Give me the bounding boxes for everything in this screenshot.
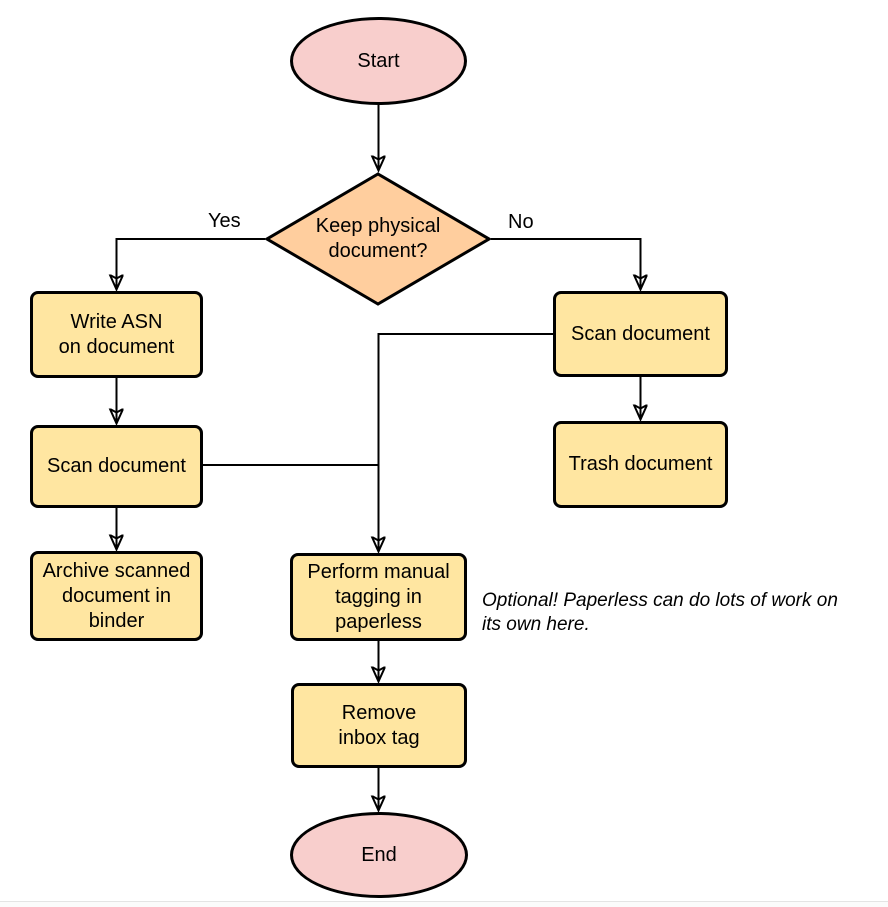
node-end: End [290,812,468,898]
decision-diamond-shape [265,172,491,306]
edge-yes-to-write-asn [117,238,265,289]
edge-label-no: No [506,210,536,234]
note-optional: Optional! Paperless can do lots of work … [482,590,838,635]
edge-scan-right-to-tagging [379,333,553,551]
page-bottom-divider [0,901,888,907]
node-decision-keep-physical: Keep physical document? [265,172,491,306]
node-archive-in-binder: Archive scanned document in binder [30,551,203,641]
node-label: Keep physical document? [315,215,441,262]
node-scan-document-left: Scan document [30,425,203,508]
edge-label-yes: Yes [206,209,243,233]
node-scan-document-right: Scan document [553,291,728,377]
edge-no-to-scan-right [491,238,641,289]
node-trash-document: Trash document [553,421,728,508]
node-remove-inbox-tag: Remove inbox tag [291,683,467,768]
node-perform-manual-tagging: Perform manual tagging in paperless [290,553,467,641]
node-start: Start [290,17,467,105]
node-write-asn: Write ASN on document [30,291,203,378]
